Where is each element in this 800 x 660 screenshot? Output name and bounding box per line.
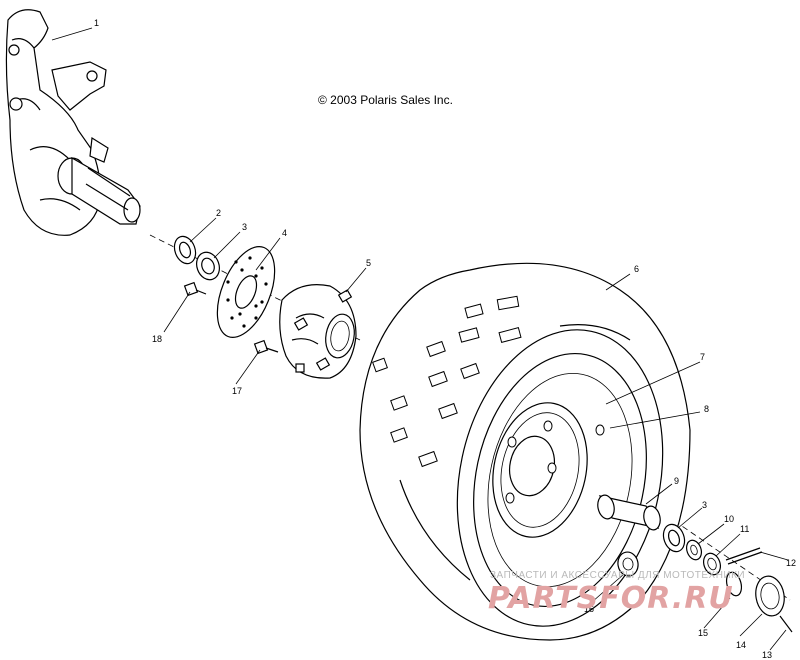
- callout-14: 14: [736, 640, 746, 650]
- callout-15: 15: [698, 628, 708, 638]
- bearing-part[interactable]: [193, 249, 223, 283]
- callout-6: 6: [634, 264, 639, 274]
- tire-wheel-part[interactable]: [359, 262, 691, 645]
- hub-cap-part[interactable]: [753, 574, 788, 618]
- watermark-logo: PARTSFOR.RU: [488, 581, 734, 616]
- hub-cap-pin-part[interactable]: [779, 615, 793, 633]
- lug-nut-part[interactable]: [616, 550, 640, 577]
- washer-part[interactable]: [684, 538, 704, 562]
- leader-lines: [51, 27, 789, 651]
- spindle-nut-part[interactable]: [701, 551, 724, 577]
- callout-3a: 3: [242, 222, 247, 232]
- wheel-hub-part[interactable]: [279, 284, 358, 379]
- brake-disc-part[interactable]: [206, 239, 286, 346]
- callout-17: 17: [232, 386, 242, 396]
- disc-bolt-part[interactable]: [183, 281, 207, 297]
- callout-18: 18: [152, 334, 162, 344]
- spacer-tube-part[interactable]: [596, 494, 663, 532]
- steering-knuckle-part[interactable]: [5, 9, 141, 236]
- callout-9: 9: [674, 476, 679, 486]
- callout-7: 7: [700, 352, 705, 362]
- callout-3b: 3: [702, 500, 707, 510]
- callout-12: 12: [786, 558, 796, 568]
- o-ring-part[interactable]: [724, 571, 744, 598]
- callout-4: 4: [282, 228, 287, 238]
- outer-bearing-part[interactable]: [660, 521, 688, 554]
- callout-2: 2: [216, 208, 221, 218]
- callout-10: 10: [724, 514, 734, 524]
- callout-5: 5: [366, 258, 371, 268]
- watermark-caption: ЗАПЧАСТИ И АКСЕССУАРЫ ДЛЯ МОТОТЕХНИКИ: [490, 570, 745, 581]
- callout-13: 13: [762, 650, 772, 660]
- cotter-pin-part[interactable]: [725, 547, 763, 565]
- callout-8: 8: [704, 404, 709, 414]
- hub-bolt-part[interactable]: [253, 339, 279, 355]
- callout-1: 1: [94, 18, 99, 28]
- callout-11: 11: [740, 524, 749, 534]
- bearing-seal-part[interactable]: [171, 233, 199, 266]
- copyright-text: © 2003 Polaris Sales Inc.: [318, 93, 453, 107]
- callout-16: 16: [584, 604, 594, 614]
